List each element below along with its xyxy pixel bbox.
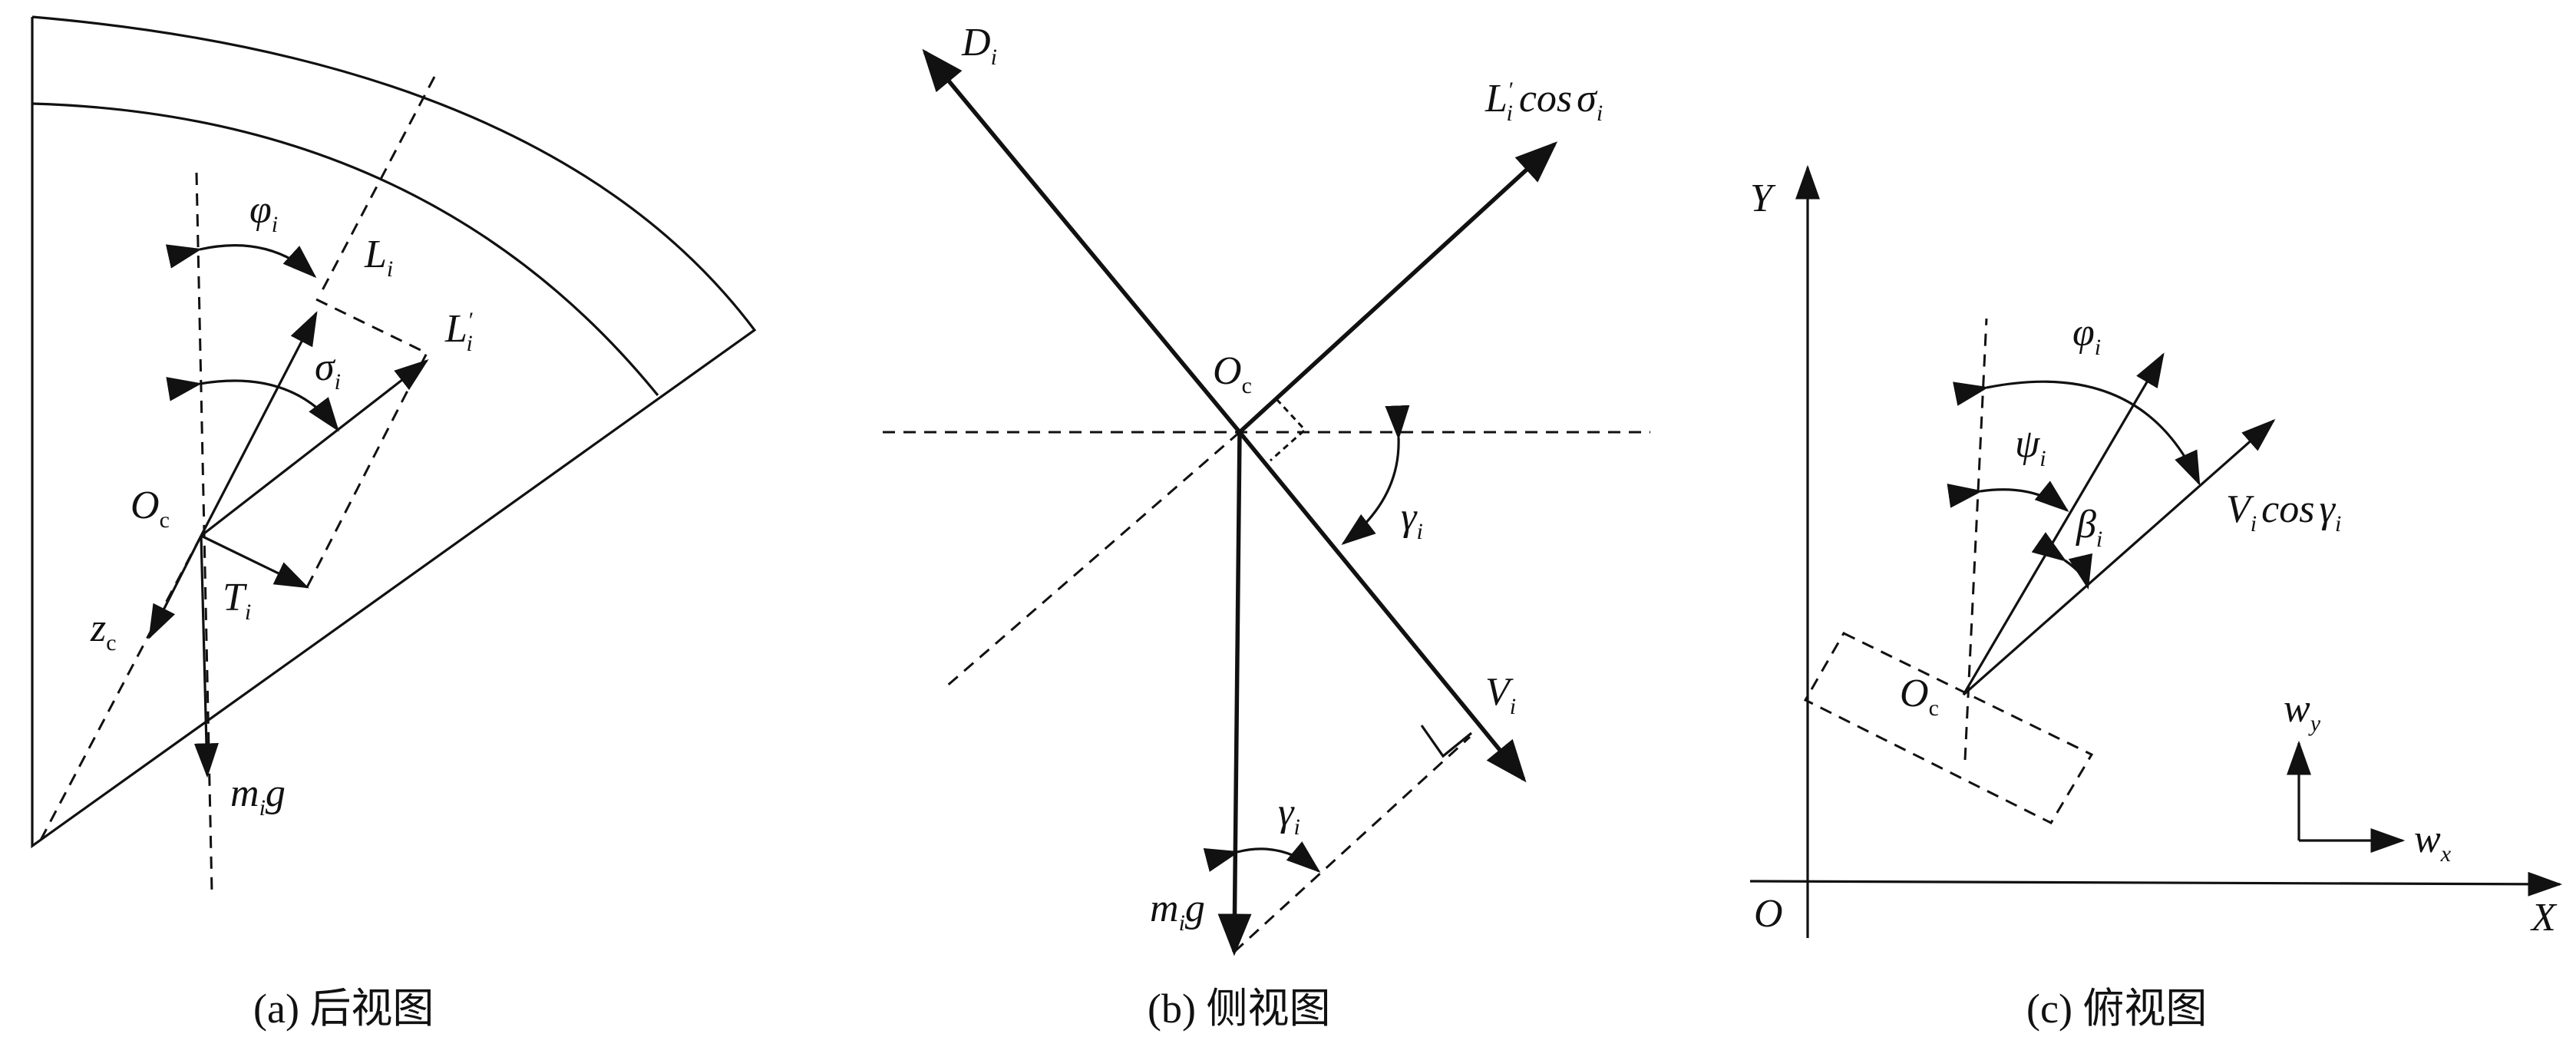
Oc-label: Oc — [130, 484, 170, 533]
psi-label: ψi — [2015, 422, 2046, 471]
lift-vector-Lprime — [200, 359, 429, 537]
V-label: Vi — [1485, 670, 1516, 719]
lift-component-vector — [1238, 141, 1558, 434]
gravity-vector-mg — [193, 535, 219, 778]
phi-label: φi — [249, 188, 278, 237]
thrust-vector-T — [200, 534, 309, 589]
projection-dashed — [1233, 735, 1471, 953]
X-axis-label: X — [2530, 896, 2558, 940]
phi-angle-arc — [165, 244, 317, 279]
Y-axis-label: Y — [1750, 177, 1776, 220]
x-axis — [1749, 871, 2563, 897]
force-parallelogram — [305, 298, 429, 588]
panel-a-rear-view: φi Li L′i σi Oc Ti zc mig (a) 后视图 — [31, 15, 757, 1032]
psi-angle-arc — [1947, 481, 2069, 513]
wy-label: wy — [2284, 687, 2321, 736]
mg-label: mig — [1150, 887, 1205, 936]
heading-reference-dashed — [1963, 318, 1988, 761]
caption-c: (c) 俯视图 — [2026, 986, 2207, 1032]
right-angle-mark-top — [1270, 398, 1307, 462]
varphi-label: φi — [2072, 311, 2101, 360]
D-label: Di — [961, 21, 997, 70]
blade-outline-outer — [31, 15, 757, 849]
diagonal-reference-line — [945, 431, 1240, 689]
beta-angle-arc — [2031, 532, 2093, 590]
sigma-label: σi — [315, 345, 341, 395]
Lprime-label: L′i — [444, 307, 473, 356]
velocity-vector-V — [1237, 431, 1527, 783]
gravity-vector-mg — [1217, 431, 1252, 956]
right-angle-mark-bottom — [1420, 725, 1473, 758]
beta-label: βi — [2076, 503, 2102, 552]
Oc-label: Oc — [1900, 672, 1939, 721]
gamma-angle-arc-bottom — [1203, 841, 1321, 874]
body-outline-dashed — [1803, 632, 2094, 824]
blade-inner-arc — [31, 102, 659, 397]
varphi-angle-arc — [1953, 380, 2201, 486]
lift-vector-L — [200, 311, 318, 537]
zc-label: zc — [90, 606, 117, 656]
mg-label: mig — [230, 771, 286, 821]
wx-label: wx — [2414, 817, 2452, 867]
gamma-angle-arc-top — [1341, 405, 1410, 545]
gamma-label-top: γi — [1401, 495, 1423, 544]
gamma-label-bottom: γi — [1278, 791, 1300, 840]
velocity-horizontal-vector — [1962, 418, 2276, 696]
zc-axis-arrow — [148, 535, 203, 639]
zc-axis-dashed — [37, 535, 203, 845]
caption-a: (a) 后视图 — [253, 986, 434, 1032]
L-label: Li — [364, 233, 393, 282]
T-label: Ti — [223, 576, 251, 625]
Oc-label: Oc — [1213, 349, 1252, 398]
caption-b: (b) 侧视图 — [1148, 986, 1330, 1032]
drag-vector-D — [922, 48, 1242, 434]
sigma-angle-arc — [166, 377, 339, 432]
origin-label: O — [1754, 892, 1783, 936]
